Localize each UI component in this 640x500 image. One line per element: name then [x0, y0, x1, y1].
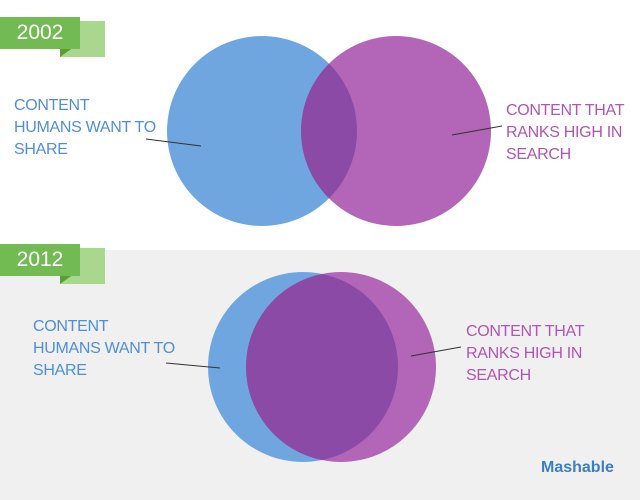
year-label-2002: 2002	[0, 17, 80, 49]
panel-2012: 2012 CONTENT HUMANS WANT TO SHARE CONTEN…	[0, 244, 640, 500]
circle-ranks-search-2002	[301, 36, 491, 226]
label-humans-share-2012: CONTENT HUMANS WANT TO SHARE	[33, 318, 175, 379]
venn-diagram-2012	[165, 272, 462, 462]
pointer-left-2012	[165, 362, 221, 369]
label-ranks-search-2002: CONTENT THAT RANKS HIGH IN SEARCH	[506, 102, 625, 163]
year-tag-2012: 2012	[0, 244, 108, 288]
venn-diagram-2002	[145, 36, 503, 226]
year-label-2012: 2012	[0, 244, 80, 276]
pointer-right-2002	[451, 125, 503, 136]
pointer-right-2012	[410, 346, 462, 357]
brand-logo-text: Mashable	[541, 459, 614, 476]
year-tag-2002: 2002	[0, 17, 108, 61]
label-ranks-search-2012: CONTENT THAT RANKS HIGH IN SEARCH	[466, 323, 585, 384]
circle-humans-share-2002	[167, 36, 357, 226]
panel-2002: 2002 CONTENT HUMANS WANT TO SHARE CONTEN…	[0, 17, 625, 226]
label-humans-share-2002: CONTENT HUMANS WANT TO SHARE	[14, 97, 156, 158]
pointer-left-2002	[145, 138, 202, 147]
